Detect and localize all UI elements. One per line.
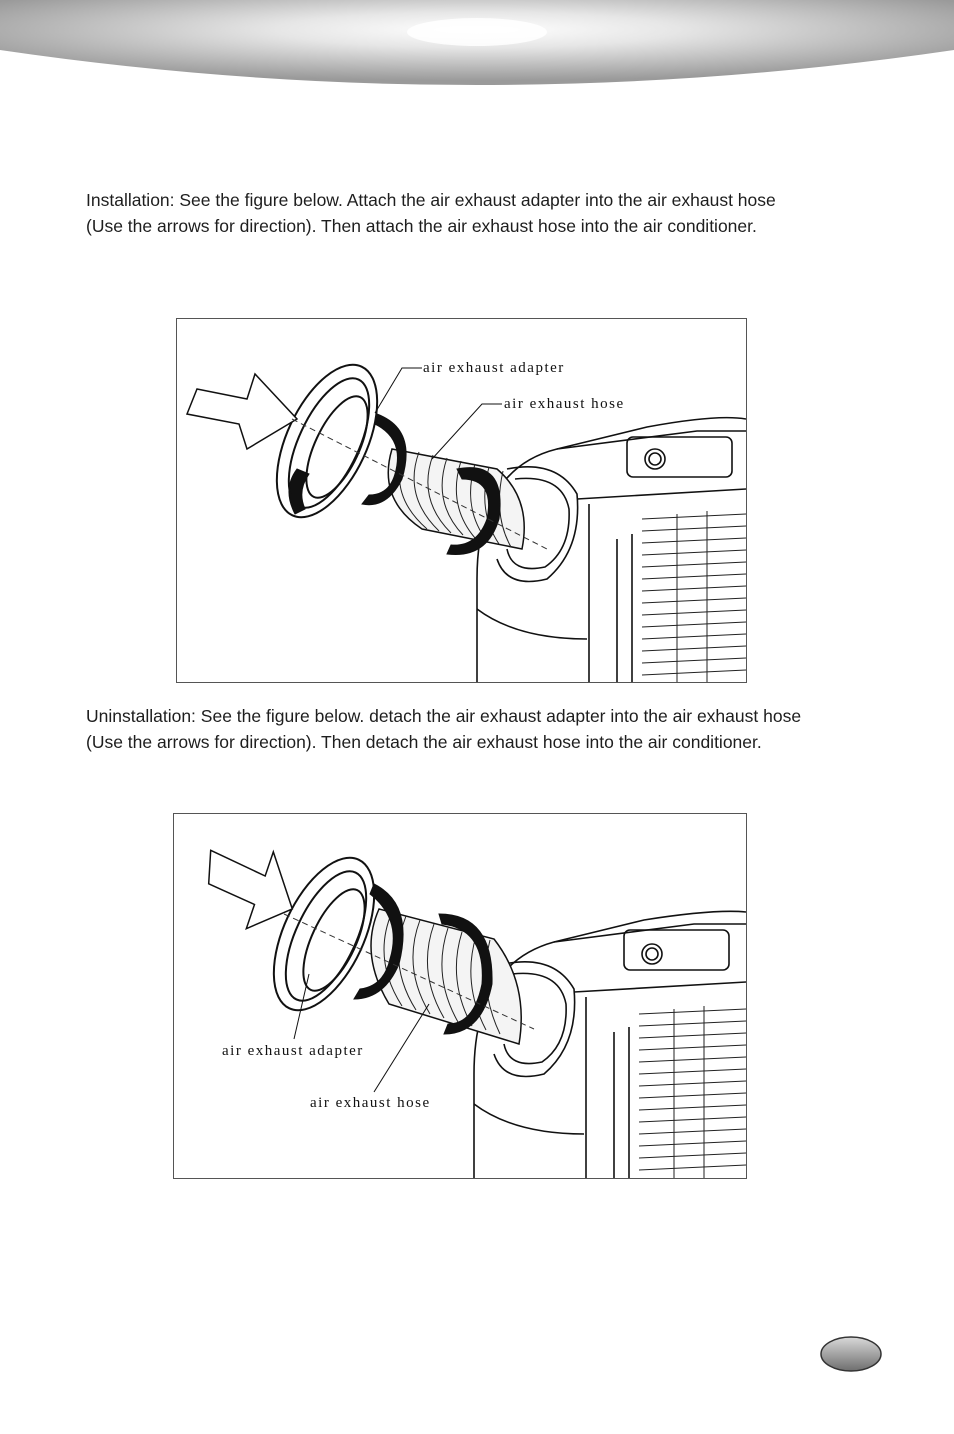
hose-label: air exhaust hose bbox=[310, 1095, 431, 1111]
header-decoration bbox=[0, 0, 954, 85]
installation-instructions: Installation: See the figure below. Atta… bbox=[86, 190, 776, 236]
installation-figure: air exhaust adapter air exhaust hose bbox=[176, 318, 747, 683]
adapter-label: air exhaust adapter bbox=[222, 1043, 364, 1059]
page-tab-decoration bbox=[820, 1336, 882, 1372]
pull-arrow-icon bbox=[207, 849, 294, 930]
uninstallation-figure: air exhaust adapter air exhaust hose bbox=[173, 813, 747, 1179]
installation-diagram: air exhaust adapter air exhaust hose bbox=[185, 360, 746, 682]
adapter-label: air exhaust adapter bbox=[423, 360, 565, 376]
uninstallation-diagram: air exhaust adapter air exhaust hose bbox=[207, 849, 746, 1178]
hose-label: air exhaust hose bbox=[504, 396, 625, 412]
push-arrow-icon bbox=[185, 372, 299, 451]
uninstallation-instructions: Uninstallation: See the figure below. de… bbox=[86, 706, 802, 752]
